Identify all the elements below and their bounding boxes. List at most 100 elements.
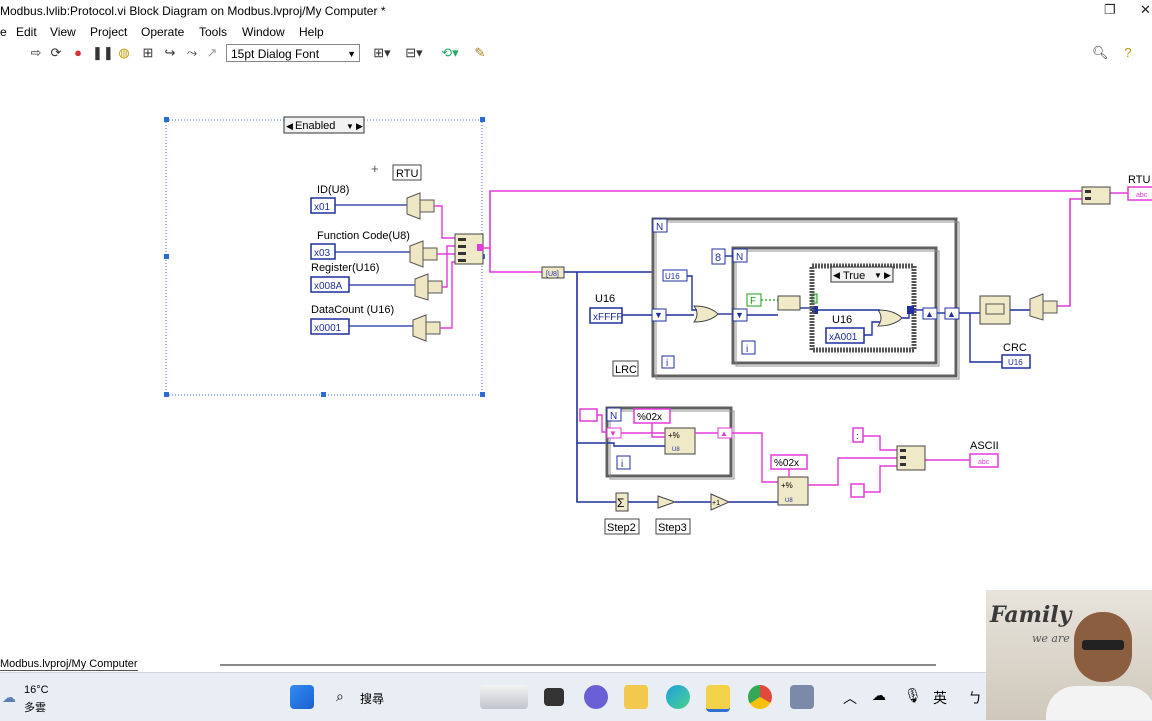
family-sign: Family — [990, 602, 1071, 628]
empty-string-constant[interactable] — [580, 409, 597, 421]
edge-icon[interactable] — [666, 685, 690, 709]
register-label: Register(U16) — [311, 262, 379, 274]
highlight-bulb-icon[interactable]: ◍ — [116, 45, 132, 61]
svg-text::: : — [856, 431, 859, 441]
help-icon[interactable]: ? — [1120, 45, 1136, 61]
labview-icon[interactable] — [706, 685, 730, 712]
svg-text:+1: +1 — [712, 500, 720, 507]
ime-indicator[interactable]: 英 — [933, 688, 947, 708]
block-diagram[interactable]: ◀▶ Enabled ▼ RTU + ID(U8) x01 Function C… — [0, 66, 1152, 658]
font-dropdown[interactable]: 15pt Dialog Font ▼ — [226, 44, 360, 62]
pause-icon[interactable]: ❚❚ — [92, 45, 108, 61]
svg-text:abc: abc — [978, 459, 990, 466]
app-icon[interactable] — [790, 685, 814, 709]
svg-text:x0001: x0001 — [314, 323, 342, 334]
restore-icon[interactable]: ❐ — [1104, 2, 1116, 18]
temperature: 16°C — [24, 684, 49, 696]
run-continuously-icon[interactable]: ⟳ — [48, 45, 64, 61]
svg-text:F: F — [750, 296, 756, 307]
svg-text:Step3: Step3 — [658, 522, 687, 534]
typecast-node[interactable] — [1030, 294, 1043, 320]
align-objects-icon[interactable]: ⊞▾ — [370, 45, 394, 61]
onedrive-icon[interactable]: ☁ — [872, 687, 886, 704]
svg-text:abc: abc — [1136, 192, 1148, 199]
reorder-icon[interactable]: ⟲▾ — [438, 45, 462, 61]
case-true-label: True — [843, 270, 865, 282]
glasses — [1082, 640, 1124, 650]
svg-text:▶: ▶ — [884, 270, 891, 280]
svg-text:▼: ▼ — [346, 122, 354, 131]
svg-text:▼: ▼ — [609, 429, 617, 438]
teams-icon[interactable] — [584, 685, 608, 709]
typecast-node[interactable] — [407, 193, 420, 219]
microphone-icon[interactable]: 🎙︎ — [904, 687, 922, 704]
abort-icon[interactable]: ● — [70, 45, 86, 61]
svg-text:x008A: x008A — [314, 281, 343, 292]
widgets-icon[interactable] — [480, 685, 528, 709]
svg-text:x03: x03 — [314, 248, 331, 259]
rtu-indicator-label: RTU — [1128, 174, 1150, 186]
u16-label-2: U16 — [832, 314, 852, 326]
swap-bytes-node[interactable] — [980, 296, 1010, 324]
cloud-icon: ☁ — [2, 689, 16, 706]
rtu-const: RTU — [396, 168, 418, 180]
menu-project[interactable]: Project — [90, 25, 127, 39]
concatenate-rtu-node[interactable] — [1082, 187, 1110, 204]
weather-text: 多雲 — [24, 699, 46, 715]
svg-text:xA001: xA001 — [829, 332, 858, 343]
case-selector-enabled[interactable]: ◀▶ Enabled ▼ — [284, 117, 364, 133]
step-over-icon[interactable]: ⤳ — [184, 45, 200, 61]
ime-mode-icon[interactable]: ㄅ — [968, 688, 982, 708]
chrome-icon[interactable] — [748, 685, 772, 709]
shift-node[interactable] — [778, 296, 800, 310]
u16-label: U16 — [595, 293, 615, 305]
run-arrow-icon[interactable]: ⇨ — [28, 45, 44, 61]
svg-text:▼: ▼ — [735, 310, 744, 320]
search-icon[interactable]: ⌕ — [336, 688, 344, 705]
svg-text:+%: +% — [781, 481, 793, 490]
menu-tools[interactable]: Tools — [199, 25, 227, 39]
crlf-constant[interactable] — [851, 484, 864, 497]
svg-text:▼: ▼ — [874, 271, 882, 280]
svg-text:▲: ▲ — [947, 309, 956, 319]
menu-help[interactable]: Help — [299, 25, 324, 39]
step-out-icon[interactable]: ↗ — [204, 45, 220, 61]
menu-edit[interactable]: Edit — [16, 25, 37, 39]
svg-text:i: i — [746, 344, 748, 355]
start-icon[interactable] — [290, 685, 314, 709]
svg-text:N: N — [736, 252, 743, 263]
typecast-node[interactable] — [415, 274, 428, 300]
typecast-node[interactable] — [413, 315, 426, 341]
retain-wire-icon[interactable]: ⊞ — [140, 45, 156, 61]
svg-text:i: i — [621, 459, 623, 470]
menu-view[interactable]: View — [50, 25, 76, 39]
taskbar-search[interactable]: 搜尋 — [360, 690, 384, 707]
distribute-objects-icon[interactable]: ⊟▾ — [402, 45, 426, 61]
negate-node[interactable] — [658, 496, 675, 508]
cleanup-diagram-icon[interactable]: ✎ — [472, 45, 488, 61]
xor-node-2[interactable] — [878, 310, 902, 326]
typecast-node[interactable] — [410, 241, 423, 267]
task-view-icon[interactable] — [544, 688, 564, 706]
menu-window[interactable]: Window — [242, 25, 285, 39]
chevron-up-icon[interactable]: ︿ — [843, 688, 857, 708]
svg-text:N: N — [610, 411, 617, 422]
menu-file[interactable]: e — [0, 25, 7, 39]
svg-text:▶: ▶ — [356, 121, 363, 131]
xor-node[interactable] — [694, 306, 718, 322]
crc-label: CRC — [1003, 342, 1027, 354]
close-icon[interactable]: ✕ — [1140, 2, 1151, 18]
svg-text:U8: U8 — [785, 498, 793, 504]
font-dropdown-value: 15pt Dialog Font — [231, 47, 319, 61]
project-path[interactable]: Modbus.lvproj/My Computer — [0, 658, 138, 671]
svg-text:▲: ▲ — [720, 429, 728, 438]
title-bar: Modbus.lvlib:Protocol.vi Block Diagram o… — [0, 0, 1152, 22]
svg-text:Σ: Σ — [617, 496, 624, 510]
svg-text:Step2: Step2 — [607, 522, 636, 534]
horizontal-scrollbar[interactable] — [220, 664, 936, 666]
step-into-icon[interactable]: ↪ — [162, 45, 178, 61]
search-icon[interactable]: 🔍︎ — [1092, 45, 1108, 61]
svg-text:N: N — [656, 222, 663, 233]
menu-operate[interactable]: Operate — [141, 25, 184, 39]
file-explorer-icon[interactable] — [624, 685, 648, 709]
